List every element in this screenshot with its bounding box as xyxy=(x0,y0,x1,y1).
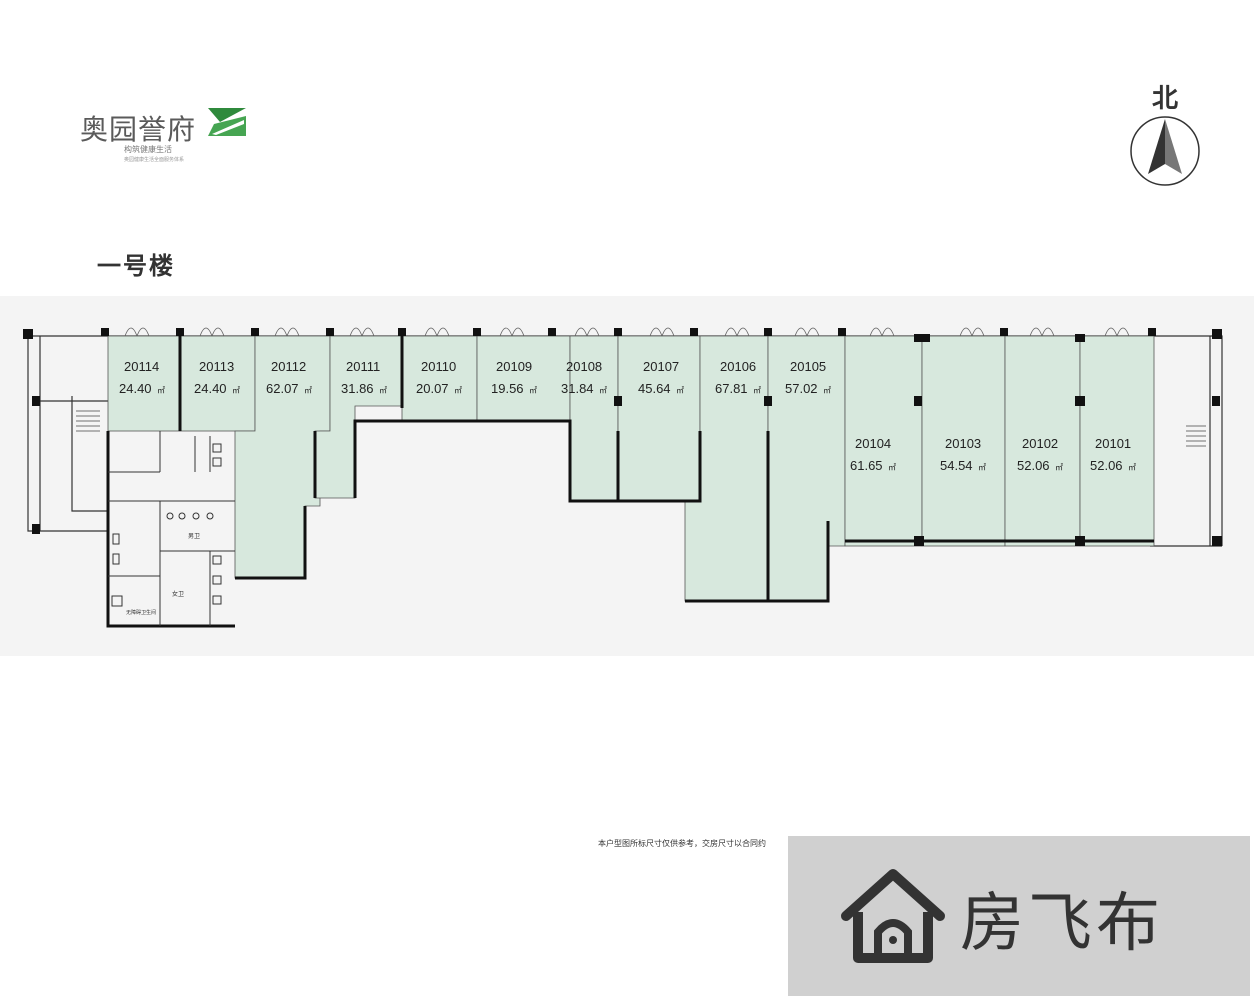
unit-area: 19.56 xyxy=(491,381,524,396)
unit-code: 20111 xyxy=(346,359,380,374)
watermark: 房飞布 xyxy=(788,836,1250,996)
north-label: 北 xyxy=(1151,84,1178,114)
unit-suffix: ㎡ xyxy=(454,386,462,395)
unit-code: 20103 xyxy=(945,436,981,451)
unit-area: 61.65 xyxy=(850,458,883,473)
unit-fills xyxy=(107,335,1155,602)
unit-20114-fill xyxy=(107,335,181,432)
unit-suffix: ㎡ xyxy=(232,386,240,395)
unit-20101-fill xyxy=(1079,335,1155,547)
disclaimer-note: 本户型图所标尺寸仅供参考，交房尺寸以合同约 xyxy=(598,839,766,848)
watermark-text: 房飞布 xyxy=(960,887,1164,961)
unit-code: 20105 xyxy=(790,359,826,374)
unit-area: 57.02 xyxy=(785,381,818,396)
unit-suffix: ㎡ xyxy=(978,463,986,472)
building-title: 一号楼 xyxy=(97,252,175,280)
unit-20110-fill xyxy=(401,335,478,423)
unit-code: 20114 xyxy=(124,359,159,374)
unit-20105-fill xyxy=(767,335,846,602)
restroom-block xyxy=(108,431,235,626)
unit-code: 20104 xyxy=(855,436,891,451)
unit-labels: 20114 24.40 20113 24.40 20112 62.07 2011… xyxy=(119,359,1131,473)
accessible-restroom-label: 无障碍卫生间 xyxy=(126,609,156,616)
unit-code: 20112 xyxy=(271,359,306,374)
unit-area: 45.64 xyxy=(638,381,671,396)
north-compass: 北 xyxy=(1128,78,1202,188)
unit-area: 54.54 xyxy=(940,458,973,473)
unit-area: 62.07 xyxy=(266,381,299,396)
unit-20104-fill xyxy=(844,335,923,547)
unit-code: 20113 xyxy=(199,359,234,374)
unit-suffix: ㎡ xyxy=(529,386,537,395)
unit-suffix: ㎡ xyxy=(676,386,684,395)
unit-suffix: ㎡ xyxy=(304,386,312,395)
male-restroom-label: 男卫 xyxy=(188,533,200,540)
unit-suffix: ㎡ xyxy=(1128,463,1136,472)
door-swings xyxy=(124,327,1130,337)
unit-area: 20.07 xyxy=(416,381,449,396)
brand-mark-icon xyxy=(208,108,246,136)
unit-suffix: ㎡ xyxy=(753,386,761,395)
brand-logo: 奥园誉府 构筑健康生活 奥园健康生活全面服务体系 xyxy=(80,100,270,170)
unit-area: 52.06 xyxy=(1090,458,1123,473)
unit-code: 20108 xyxy=(566,359,602,374)
unit-suffix: ㎡ xyxy=(823,386,831,395)
columns xyxy=(23,328,1222,546)
walls xyxy=(106,336,1154,628)
unit-area: 24.40 xyxy=(119,381,152,396)
brand-subline: 奥园健康生活全面服务体系 xyxy=(124,157,185,163)
unit-suffix: ㎡ xyxy=(157,386,165,395)
unit-suffix: ㎡ xyxy=(1055,463,1063,472)
brand-tagline: 构筑健康生活 xyxy=(124,145,172,154)
unit-code: 20101 xyxy=(1095,436,1131,451)
unit-code: 20109 xyxy=(496,359,532,374)
unit-suffix: ㎡ xyxy=(599,386,607,395)
north-arrow-icon xyxy=(1130,116,1200,186)
unit-suffix: ㎡ xyxy=(888,463,896,472)
unit-20113-fill xyxy=(179,335,256,432)
brand-name: 奥园誉府 xyxy=(80,113,197,146)
unit-area: 31.84 xyxy=(561,381,594,396)
unit-area: 67.81 xyxy=(715,381,748,396)
unit-suffix: ㎡ xyxy=(379,386,387,395)
unit-20102-fill xyxy=(1004,335,1081,547)
unit-code: 20110 xyxy=(421,359,456,374)
stairs xyxy=(76,410,1206,447)
unit-code: 20107 xyxy=(643,359,679,374)
unit-20103-fill xyxy=(921,335,1006,547)
unit-area: 52.06 xyxy=(1017,458,1050,473)
floor-plan: 男卫 女卫 无障碍卫生间 20114 24.40 20113 24.40 201… xyxy=(23,327,1223,628)
unit-area: 24.40 xyxy=(194,381,227,396)
unit-20109-fill xyxy=(476,335,571,423)
unit-code: 20106 xyxy=(720,359,756,374)
unit-area-suffixes: ㎡ ㎡ ㎡ ㎡ ㎡ ㎡ ㎡ ㎡ ㎡ ㎡ ㎡ ㎡ ㎡ ㎡ xyxy=(157,386,1136,472)
unit-code: 20102 xyxy=(1022,436,1058,451)
unit-area: 31.86 xyxy=(341,381,374,396)
female-restroom-label: 女卫 xyxy=(172,590,184,598)
house-icon xyxy=(841,869,945,963)
